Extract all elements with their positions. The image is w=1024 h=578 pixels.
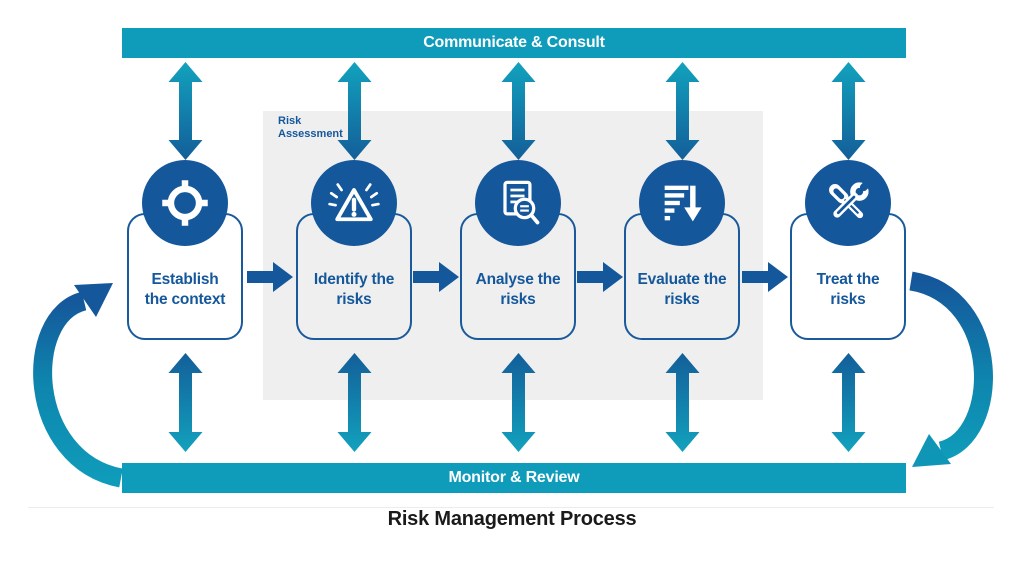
flow-arrow-3 [577,262,623,292]
bottom-double-arrow-1 [168,353,203,452]
step-label: Treat the risks [816,271,880,308]
feedback-arrowhead-left [74,283,113,317]
step-label: Establish the context [144,271,226,308]
risk-assessment-label: Risk Assessment [278,115,343,141]
step-label: Evaluate the risks [637,271,727,308]
step-box: Identify the risks [296,213,412,340]
warning-triangle-icon [328,183,380,222]
feedback-curve-left [33,291,124,488]
top-double-arrow-2 [337,62,372,160]
target-icon [162,180,208,226]
tools-icon [829,177,874,219]
top-double-arrow-4 [665,62,700,160]
step-box: Evaluate the risks [624,213,740,340]
divider-line [28,507,994,508]
bottom-double-arrow-5 [831,353,866,452]
flow-arrow-4 [742,262,788,292]
bottom-double-arrow-3 [501,353,536,452]
sort-descending-arrow-icon [664,185,702,222]
step-icon-circle [805,160,891,246]
top-double-arrow-1 [168,62,203,160]
flow-arrow-2 [413,262,459,292]
communicate-consult-bar: Communicate & Consult [122,28,906,58]
step-icon-circle [142,160,228,246]
feedback-curve-right [908,271,993,461]
feedback-arrowhead-right [912,434,951,467]
top-double-arrow-5 [831,62,866,160]
top-double-arrow-3 [501,62,536,160]
step-icon-circle [639,160,725,246]
bottom-double-arrow-4 [665,353,700,452]
monitor-review-bar: Monitor & Review [122,463,906,493]
step-icon-circle [311,160,397,246]
monitor-review-label: Monitor & Review [448,469,580,486]
risk-assessment-panel: Risk Assessment [263,111,763,400]
step-label: Analyse the risks [475,271,561,308]
step-box: Analyse the risks [460,213,576,340]
document-magnifier-icon [503,180,540,225]
step-icon-circle [475,160,561,246]
step-label: Identify the risks [313,271,395,308]
step-box: Establish the context [127,213,243,340]
flow-arrow-1 [247,262,293,292]
diagram-title: Risk Management Process [387,508,637,530]
communicate-consult-label: Communicate & Consult [423,34,605,51]
bottom-double-arrow-2 [337,353,372,452]
